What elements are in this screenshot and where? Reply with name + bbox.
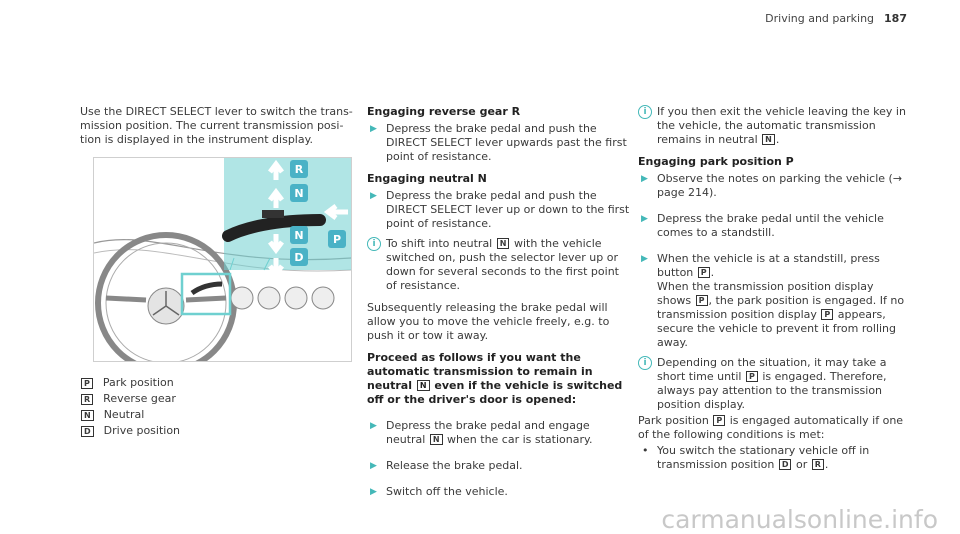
key-d-icon: D bbox=[81, 425, 94, 437]
heading-park: Engaging park position P bbox=[638, 155, 794, 168]
bullet-condition: You switch the stationary vehicle off in… bbox=[638, 444, 908, 472]
step-depress-standstill: Depress the brake pedal until the vehicl… bbox=[638, 212, 908, 240]
page-header: Driving and parking 187 bbox=[765, 12, 907, 26]
column-right: i If you then exit the vehicle leaving t… bbox=[638, 105, 908, 472]
paragraph-auto-park: Park position P is engaged automatically… bbox=[638, 414, 904, 441]
step-depress-neutral: Depress the brake pedal and engage neutr… bbox=[367, 419, 632, 447]
key-n-icon: N bbox=[81, 409, 94, 421]
watermark-text: carmanualsonline.info bbox=[661, 505, 938, 534]
gear-label-r: R bbox=[290, 160, 308, 178]
cockpit-drawing: R N N D P bbox=[94, 158, 351, 361]
step-neutral: Depress the brake pedal and push the DIR… bbox=[367, 189, 632, 231]
column-middle: Engaging reverse gear R Depress the brak… bbox=[367, 105, 632, 499]
intro-text: Use the DIRECT SELECT lever to switch th… bbox=[80, 105, 353, 146]
direct-select-illustration: R N N D P bbox=[93, 157, 352, 362]
info-icon: i bbox=[638, 105, 652, 119]
svg-text:D: D bbox=[294, 251, 303, 264]
heading-reverse: Engaging reverse gear R bbox=[367, 105, 521, 118]
svg-text:N: N bbox=[294, 187, 303, 200]
note-depending: i Depending on the situation, it may tak… bbox=[638, 356, 908, 412]
svg-text:R: R bbox=[295, 163, 304, 176]
heading-neutral: Engaging neutral N bbox=[367, 172, 487, 185]
page-number: 187 bbox=[884, 12, 907, 25]
step-reverse: Depress the brake pedal and push the DIR… bbox=[367, 122, 632, 164]
gear-label-d: D bbox=[290, 248, 308, 266]
step-switch-off: Switch off the vehicle. bbox=[367, 485, 632, 499]
svg-text:P: P bbox=[333, 233, 341, 246]
info-icon: i bbox=[367, 237, 381, 251]
section-title: Driving and parking bbox=[765, 12, 875, 25]
svg-text:N: N bbox=[294, 229, 303, 242]
heading-proceed: Proceed as follows if you want the autom… bbox=[367, 351, 623, 406]
paragraph-release: Subsequently releasing the brake pedal w… bbox=[367, 301, 610, 342]
note-exit-vehicle: i If you then exit the vehicle leaving t… bbox=[638, 105, 908, 147]
gear-label-p: P bbox=[328, 230, 346, 248]
gear-label-n-upper: N bbox=[290, 184, 308, 202]
gear-label-n-lower: N bbox=[290, 226, 308, 244]
step-press-park: When the vehicle is at a standstill, pre… bbox=[638, 252, 908, 350]
column-left: Use the DIRECT SELECT lever to switch th… bbox=[80, 105, 360, 147]
key-r-icon: R bbox=[81, 393, 94, 405]
key-p-icon: P bbox=[81, 377, 93, 389]
step-observe: Observe the notes on parking the vehicle… bbox=[638, 172, 908, 200]
info-icon: i bbox=[638, 356, 652, 370]
step-release-brake: Release the brake pedal. bbox=[367, 459, 632, 473]
note-neutral: i To shift into neutral N with the vehic… bbox=[367, 237, 632, 293]
